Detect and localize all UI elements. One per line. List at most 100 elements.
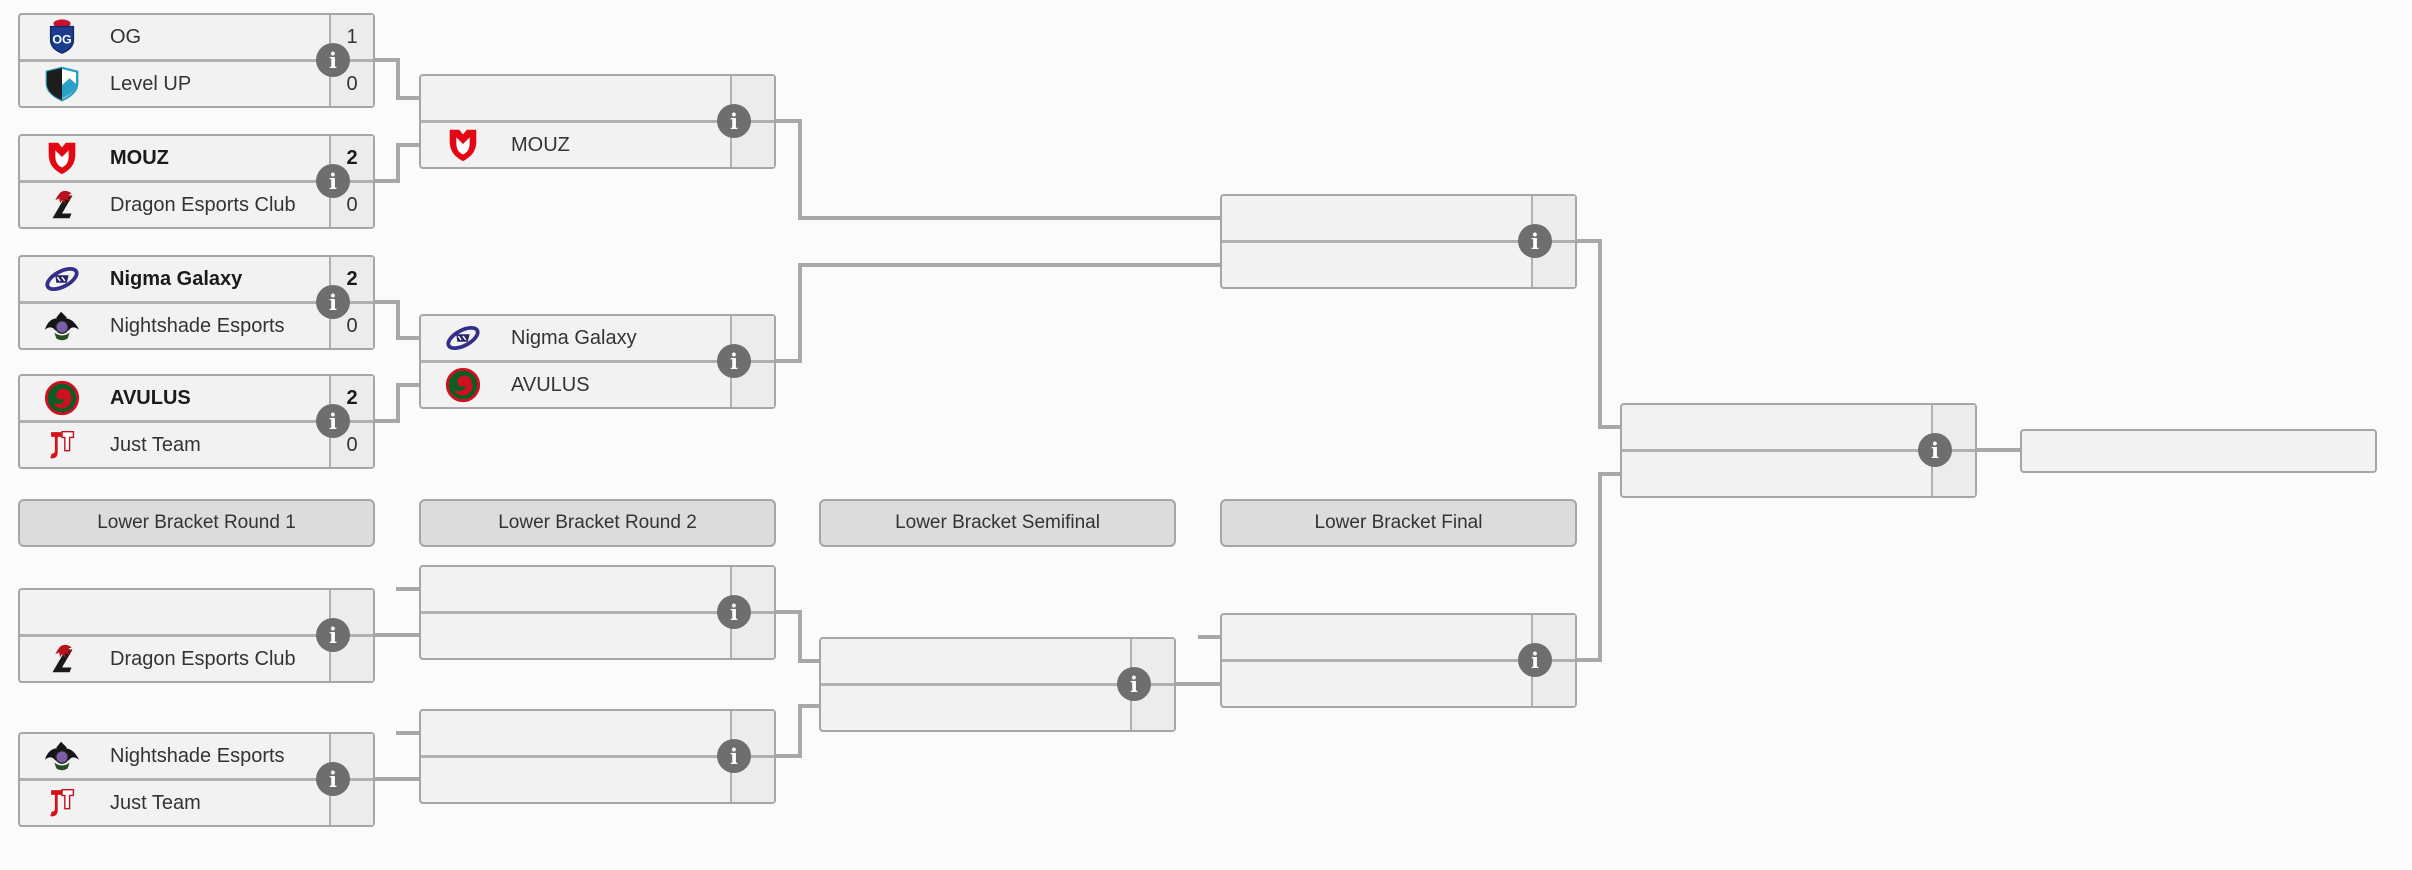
match-info-icon[interactable]: i (1117, 667, 1151, 701)
team-name[interactable]: Dragon Esports Club (110, 193, 296, 216)
connector-line (798, 263, 1222, 267)
connector-line (1176, 682, 1222, 686)
team-name[interactable]: Just Team (110, 791, 201, 814)
connector-line (1976, 448, 2022, 452)
connector-line (374, 777, 421, 781)
mouz-logo-icon (42, 138, 82, 178)
team-row (821, 639, 1174, 686)
connector-stub (396, 731, 421, 735)
empty-logo-slot (443, 569, 483, 609)
match-info-icon[interactable]: i (717, 344, 751, 378)
connector-line (798, 704, 802, 758)
match-info-icon[interactable]: i (316, 285, 350, 319)
match-ub-final (1220, 194, 1577, 289)
team-row: AVULUS 2 (20, 376, 373, 423)
team-name[interactable]: Nightshade Esports (110, 744, 285, 767)
team-name[interactable]: AVULUS (110, 386, 191, 409)
match-lb-r2-1 (419, 565, 776, 660)
match-info-icon[interactable]: i (316, 618, 350, 652)
nightshade-logo-icon (42, 736, 82, 776)
connector-line (396, 383, 400, 423)
connector-line (798, 704, 821, 708)
team-row: Just Team 0 (20, 423, 373, 467)
match-info-icon[interactable]: i (1518, 643, 1552, 677)
connector-line (396, 96, 421, 100)
header-lower-bracket-final: Lower Bracket Final (1220, 499, 1577, 547)
justteam-logo-icon (42, 425, 82, 465)
empty-logo-slot (443, 616, 483, 656)
avulus-logo-icon (42, 378, 82, 418)
match-info-icon[interactable]: i (717, 595, 751, 629)
empty-logo-slot (1244, 664, 1284, 704)
empty-logo-slot (443, 713, 483, 753)
match-info-icon[interactable]: i (1518, 224, 1552, 258)
team-score (730, 614, 774, 658)
connector-line (1598, 425, 1622, 429)
connector-line (1598, 239, 1602, 429)
empty-logo-slot (443, 78, 483, 118)
dragon-logo-icon (42, 185, 82, 225)
match-info-icon[interactable]: i (316, 404, 350, 438)
match-info-icon[interactable]: i (717, 104, 751, 138)
connector-line (374, 419, 400, 423)
justteam-logo-icon (42, 783, 82, 823)
empty-logo-slot (843, 641, 883, 681)
team-name[interactable]: Nigma Galaxy (110, 267, 243, 290)
connector-stub (1198, 635, 1223, 639)
team-name[interactable]: Nigma Galaxy (511, 326, 637, 349)
connector-line (396, 300, 400, 340)
connector-line (798, 263, 802, 363)
connector-line (396, 143, 400, 183)
team-row: Nigma Galaxy (421, 316, 774, 363)
connector-line (374, 58, 400, 62)
match-info-icon[interactable]: i (717, 739, 751, 773)
match-info-icon[interactable]: i (1918, 433, 1952, 467)
empty-logo-slot (443, 760, 483, 800)
team-score: 2 (329, 136, 373, 180)
empty-logo-slot (1644, 407, 1684, 447)
header-lower-bracket-round-2: Lower Bracket Round 2 (419, 499, 776, 547)
team-row: Dragon Esports Club 0 (20, 183, 373, 227)
connector-line (798, 610, 802, 663)
match-ub-r2-1: MOUZ (419, 74, 776, 169)
match-info-icon[interactable]: i (316, 43, 350, 77)
connector-line (798, 216, 1222, 220)
header-label: Lower Bracket Final (1314, 512, 1483, 533)
connector-line (798, 659, 821, 663)
team-name[interactable]: Nightshade Esports (110, 314, 285, 337)
nigma-logo-icon (443, 318, 483, 358)
nigma-logo-icon (42, 259, 82, 299)
empty-logo-slot (1244, 198, 1284, 238)
team-name[interactable]: Dragon Esports Club (110, 647, 296, 670)
match-info-icon[interactable]: i (316, 164, 350, 198)
match-lb-r1-2: Nightshade Esports Just Team (18, 732, 375, 827)
connector-line (374, 633, 421, 637)
team-row: Just Team (20, 781, 373, 825)
match-grand-final (1620, 403, 1977, 498)
header-label: Lower Bracket Round 1 (97, 512, 296, 533)
match-ub-r1-2: MOUZ 2 Dragon Esports Club 0 (18, 134, 375, 229)
team-name[interactable]: OG (110, 25, 142, 48)
connector-line (1576, 239, 1602, 243)
team-name[interactable]: AVULUS (511, 373, 590, 396)
mouz-logo-icon (443, 125, 483, 165)
match-lb-r2-2 (419, 709, 776, 804)
connector-line (776, 610, 802, 614)
header-lower-bracket-round-1: Lower Bracket Round 1 (18, 499, 375, 547)
team-name[interactable]: Just Team (110, 433, 201, 456)
nightshade-logo-icon (42, 306, 82, 346)
match-info-icon[interactable]: i (316, 762, 350, 796)
connector-line (374, 300, 400, 304)
match-lb-semifinal (819, 637, 1176, 732)
connector-line (776, 119, 802, 123)
team-name[interactable]: MOUZ (110, 146, 169, 169)
empty-logo-slot (1644, 454, 1684, 494)
header-label: Lower Bracket Semifinal (895, 512, 1100, 533)
team-name[interactable]: Level UP (110, 72, 192, 95)
connector-line (396, 336, 421, 340)
connector-line (374, 179, 400, 183)
connector-line (1598, 472, 1602, 662)
levelup-logo-icon (42, 64, 82, 104)
connector-line (1576, 658, 1602, 662)
team-name[interactable]: MOUZ (511, 133, 570, 156)
